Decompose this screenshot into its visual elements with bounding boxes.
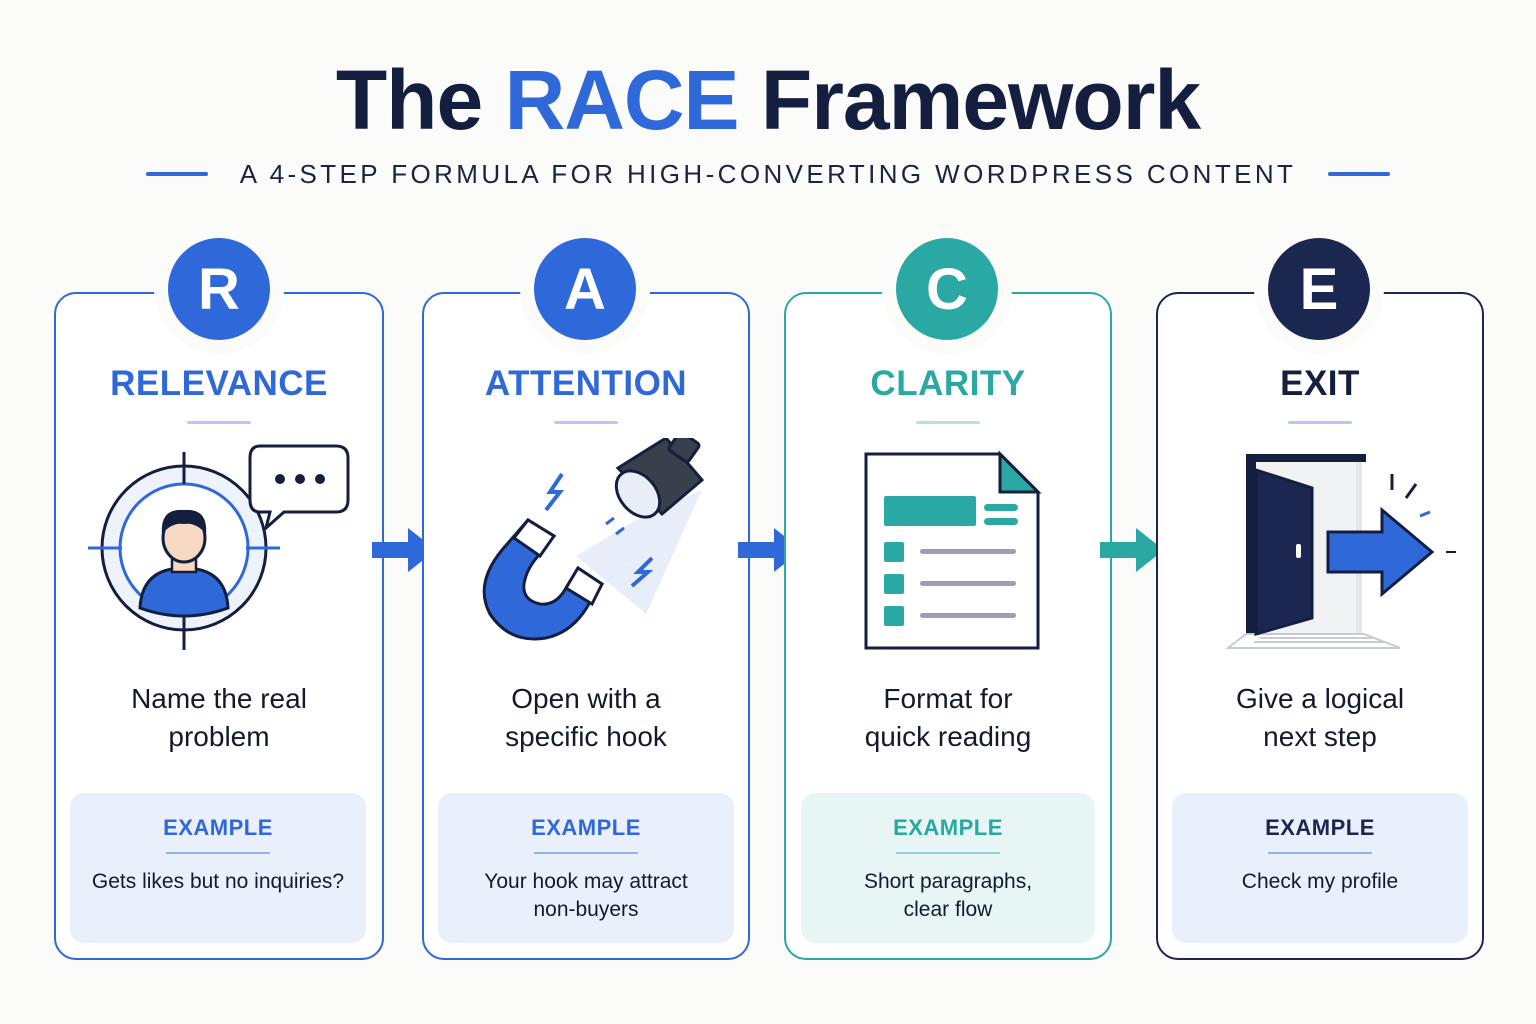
example-rule [1268,852,1372,854]
arrow-right-icon [1100,528,1164,572]
step-badge-c: C [896,238,998,340]
desc-line: Open with a [511,683,661,714]
step-title-rule [187,421,251,424]
example-box-attention [438,793,734,943]
step-title-rule [554,421,618,424]
step-desc-relevance: Name the real problem [54,680,384,756]
subtitle-left-rule [145,172,208,176]
example-rule [896,852,1000,854]
desc-line: next step [1263,721,1377,752]
magnet-spotlight-icon [482,438,705,641]
subtitle-right-rule [1328,172,1391,176]
example-label: EXAMPLE [1265,815,1375,840]
example-rule [166,852,270,854]
example-box-clarity [801,793,1095,943]
example-line: non-buyers [533,898,639,921]
example-text-attention: Your hook may attract non-buyers [438,868,734,924]
step-desc-attention: Open with a specific hook [422,680,750,756]
example-box-exit [1172,793,1468,943]
example-line: Gets likes but no inquiries? [91,870,345,893]
step-desc-exit: Give a logical next step [1156,680,1484,756]
step-title-exit: EXIT [1280,364,1360,403]
example-text-clarity: Short paragraphs, clear flow [801,868,1095,924]
example-box-relevance [70,793,366,943]
example-text-relevance: Gets likes but no inquiries? [70,868,366,896]
step-title-rule [1288,421,1352,424]
example-label: EXAMPLE [163,815,273,840]
step-title-attention: ATTENTION [484,364,688,403]
example-line: clear flow [903,898,993,921]
step-badge-e: E [1268,238,1370,340]
door-exit-icon [1225,454,1456,649]
step-title-relevance: RELEVANCE [110,364,328,403]
title-part-1: The [335,53,483,147]
desc-line: specific hook [505,721,667,752]
step-badge-r: R [168,238,270,340]
example-line: Short paragraphs, [863,870,1033,893]
step-badge-a: A [534,238,636,340]
title-part-2: Framework [760,53,1201,147]
desc-line: problem [168,721,270,752]
desc-line: Give a logical [1235,683,1405,714]
example-line: Your hook may attract [484,870,688,893]
step-desc-clarity: Format for quick reading [784,680,1112,756]
example-label: EXAMPLE [893,815,1003,840]
subtitle-row: A 4-STEP FORMULA FOR HIGH-CONVERTING WOR… [0,158,1536,190]
title-accent: RACE [504,53,740,147]
page-title: The RACE Framework [0,52,1536,148]
desc-line: Name the real [131,683,307,714]
step-title-clarity: CLARITY [870,364,1026,403]
target-person-icon [88,444,350,650]
example-rule [534,852,638,854]
subtitle: A 4-STEP FORMULA FOR HIGH-CONVERTING WOR… [239,158,1297,189]
step-title-rule [916,421,980,424]
desc-line: quick reading [864,721,1032,752]
desc-line: Format for [883,683,1013,714]
arrow-right-icon [372,528,436,572]
document-list-icon [864,450,1042,650]
example-text-exit: Check my profile [1172,868,1468,896]
example-line: Check my profile [1241,870,1399,893]
example-label: EXAMPLE [531,815,641,840]
